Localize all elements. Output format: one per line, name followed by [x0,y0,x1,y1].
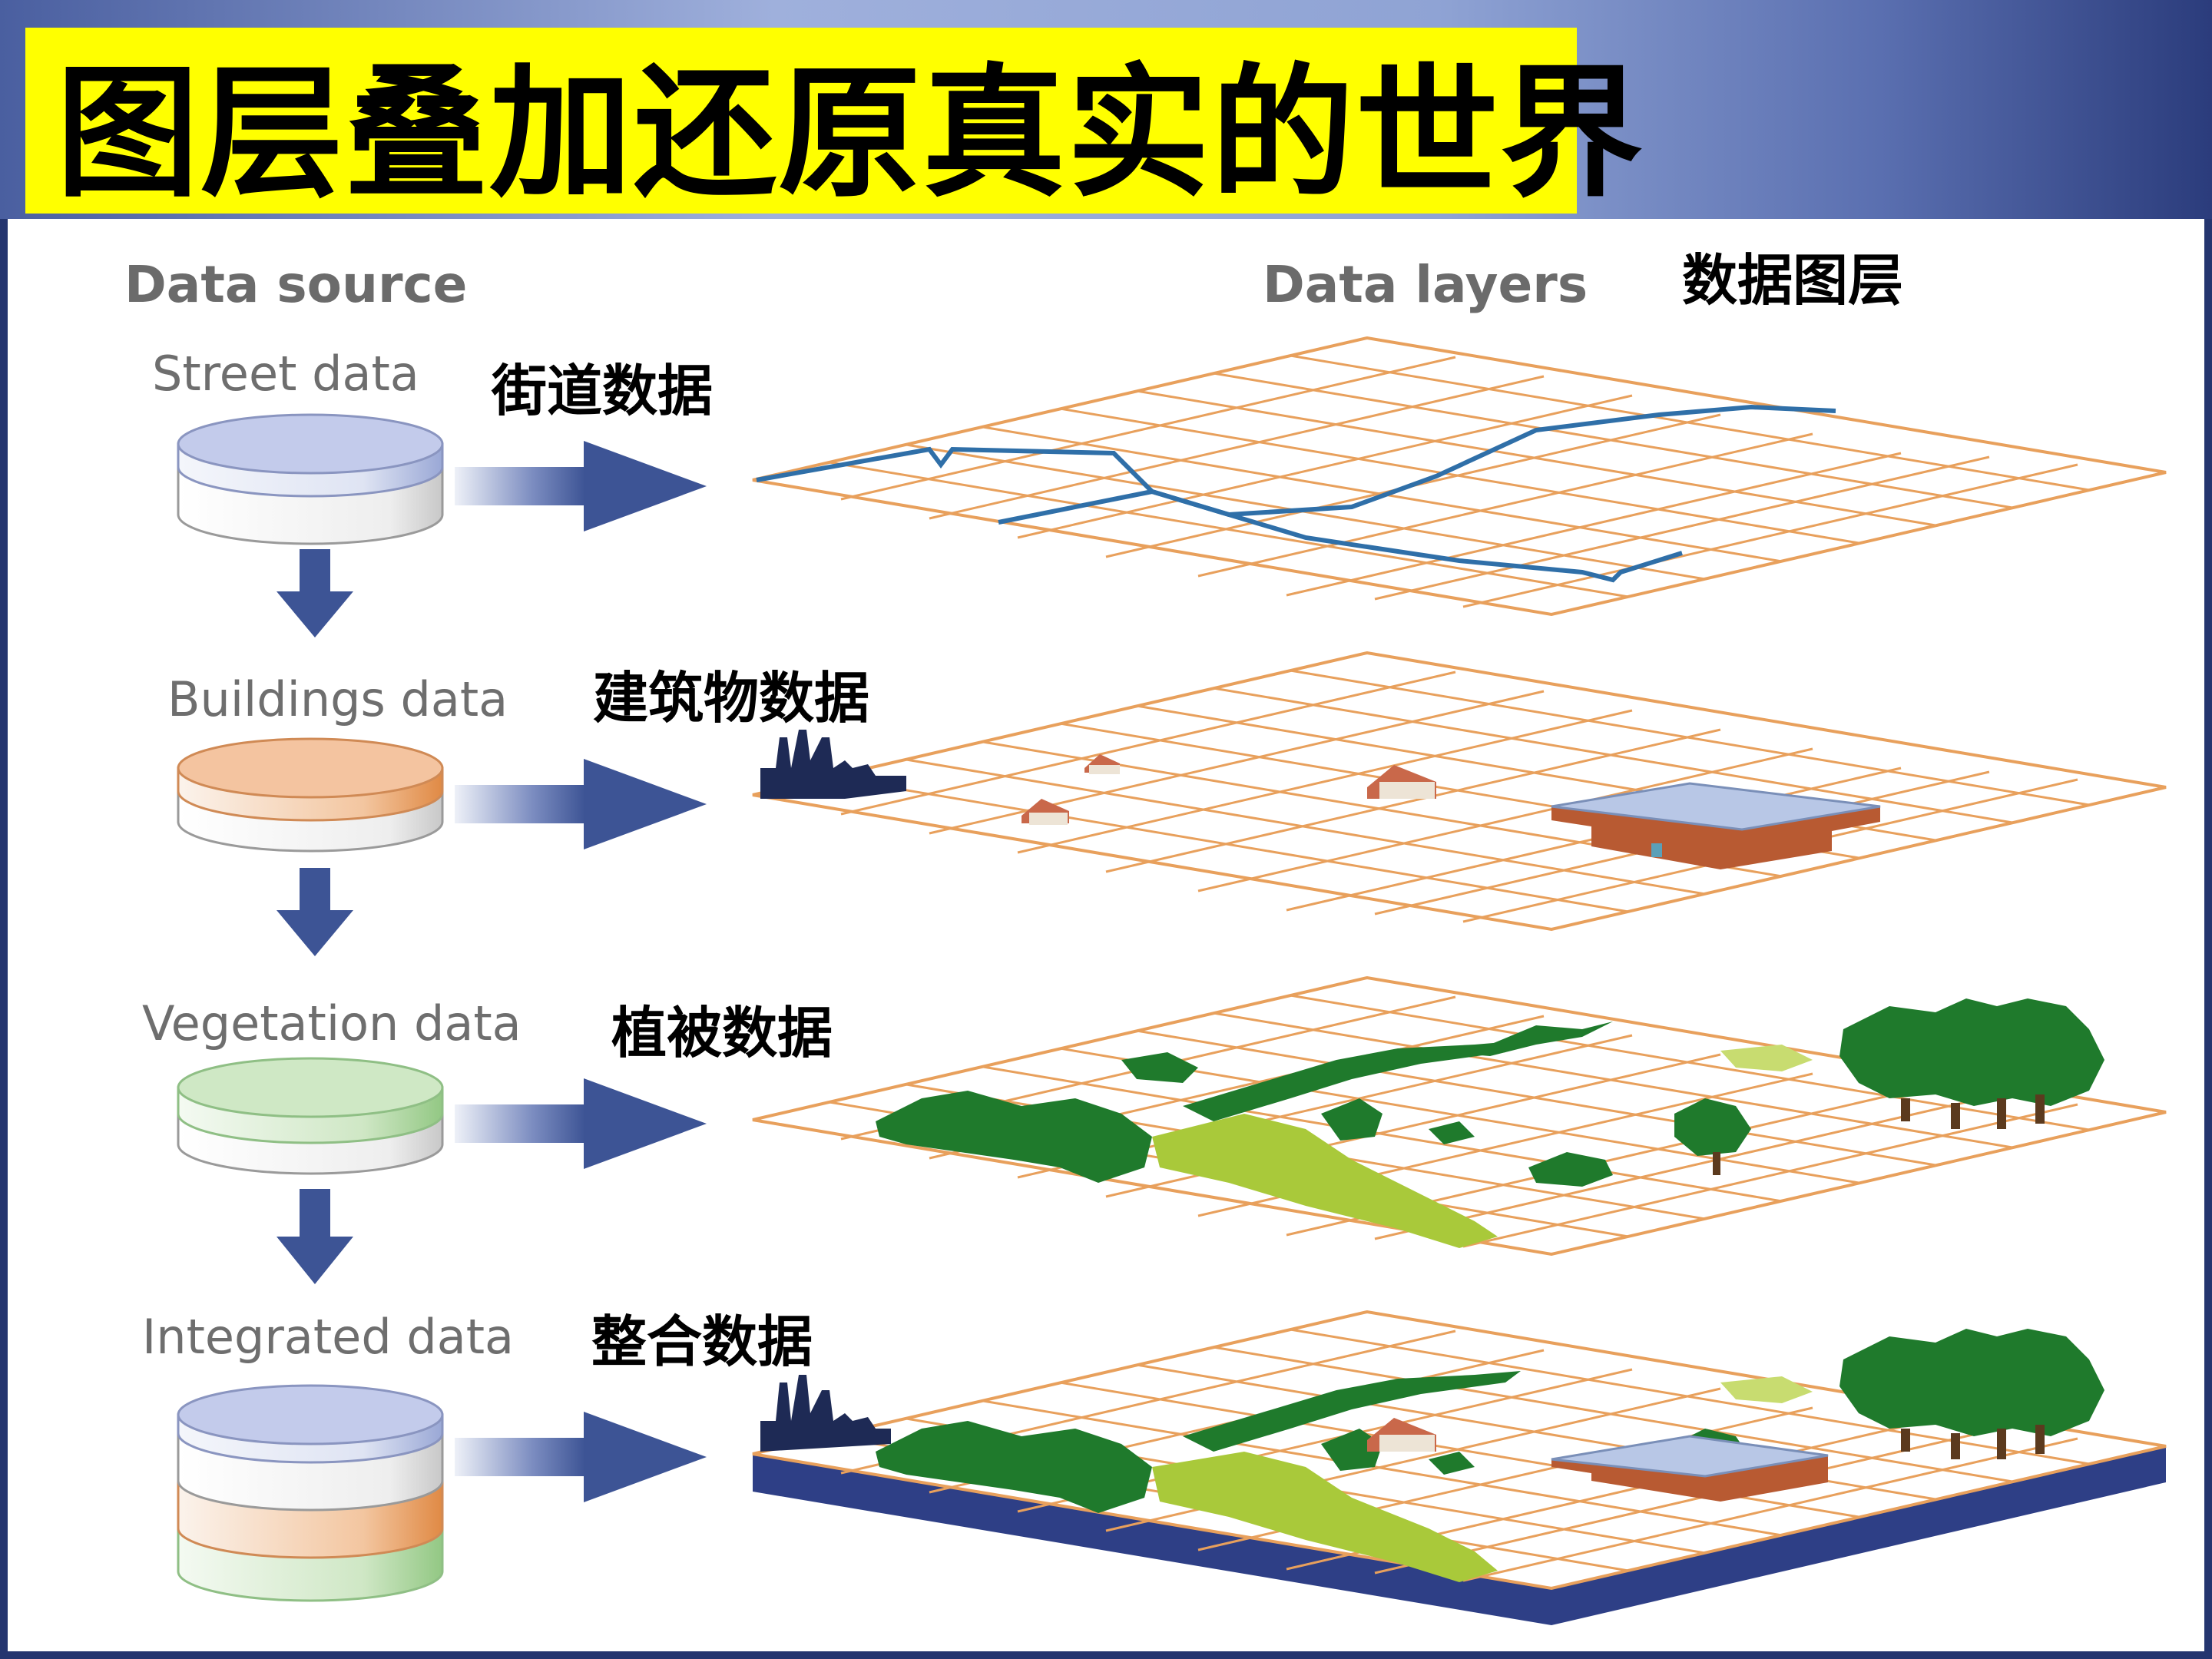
down-arrow-3 [276,1189,353,1284]
vegetation-data-label: Vegetation data [142,995,522,1051]
buildings-data-label-cn: 建筑物数据 [593,665,870,730]
buildings-data-label: Buildings data [167,671,508,727]
integrated-data-cylinder [177,1384,444,1602]
vegetation-data-cylinder [177,1057,444,1175]
street-layer [752,336,2167,617]
title-box: 图层叠加还原真实的世界 [25,28,1643,217]
integrated-data-label: Integrated data [142,1309,515,1365]
street-data-label: Street data [152,346,419,402]
right-arrow-3 [455,1078,707,1169]
street-lines [756,404,1836,583]
street-data-label-cn: 街道数据 [492,358,714,423]
house-icon-3 [1367,765,1436,799]
data-layers-header: Data layers [1263,255,1588,314]
large-building-icon-integrated [1551,1435,1829,1502]
vegetation-data-label-cn: 植被数据 [611,1000,833,1065]
down-arrow-2 [276,868,353,956]
buildings-data-cylinder [177,737,444,853]
buildings-layer [752,651,2167,932]
large-building-icon [1551,782,1881,869]
house-icon-1 [1084,754,1120,774]
house-icon-2 [1022,799,1069,825]
page-title: 图层叠加还原真实的世界 [56,48,1645,217]
right-arrows [455,441,707,1502]
vegetation-layer [752,975,2167,1257]
house-icon-integrated [1367,1418,1436,1452]
street-data-cylinder [177,413,444,545]
right-arrow-4 [455,1412,707,1502]
data-layers-header-cn: 数据图层 [1682,247,1904,313]
right-arrow-2 [455,759,707,849]
data-source-header: Data source [124,255,468,314]
factory-icon [760,730,906,799]
down-arrow-1 [276,549,353,637]
down-arrows [276,549,353,1284]
integrated-data-label-cn: 整合数据 [591,1309,813,1374]
right-arrow-1 [455,441,707,531]
integrated-layer [752,1310,2167,1625]
factory-icon-integrated [760,1375,891,1452]
